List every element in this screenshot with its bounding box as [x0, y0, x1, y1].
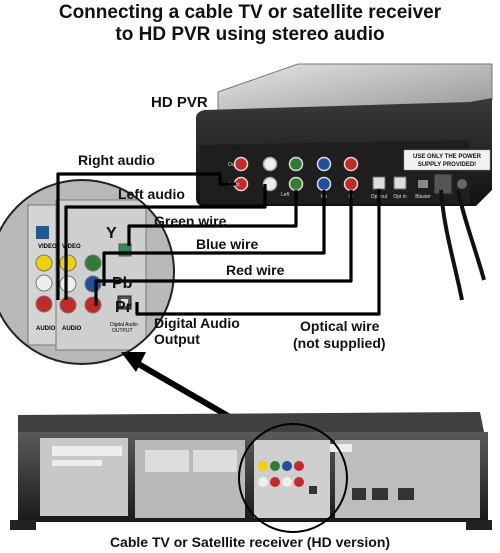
y-label: Y: [106, 225, 117, 242]
receiver-panel-zoom: VIDEO VIDEO AUDIO AUDIO Digital Audio OU…: [0, 180, 174, 364]
optical-wire-label: Optical wire: [300, 318, 380, 334]
digital-audio-output-label-2: Output: [154, 331, 200, 347]
right-audio-label: Right audio: [78, 152, 155, 168]
pr-label: Pr: [115, 299, 132, 316]
power-warning-sticker: [403, 149, 491, 171]
zoom-circle-outline: [0, 179, 175, 365]
optical-wire: [135, 189, 381, 316]
receiver-highlight-circle: [238, 423, 348, 533]
receiver-caption: Cable TV or Satellite receiver (HD versi…: [109, 534, 391, 550]
left-audio-wire: [64, 184, 267, 300]
optical-not-supplied-label: (not supplied): [293, 335, 386, 351]
svg-text:VIDEO: VIDEO: [62, 244, 81, 250]
green-wire: [127, 190, 298, 246]
svg-text:USE ONLY THE POWER: USE ONLY THE POWER: [413, 154, 482, 160]
blue-wire-label: Blue wire: [196, 236, 259, 252]
right-audio-wire: [56, 172, 236, 300]
wires: [56, 172, 381, 316]
callout-arrow-head: [121, 352, 146, 372]
red-wire: [94, 190, 353, 306]
svg-text:Left: Left: [281, 192, 290, 198]
svg-text:AUDIO: AUDIO: [36, 326, 56, 332]
hd-pvr-device: USE ONLY THE POWER SUPPLY PROVIDED! Out …: [196, 63, 493, 206]
title-line-2: to HD PVR using stereo audio: [115, 24, 385, 45]
cable-satellite-receiver: [10, 412, 492, 530]
svg-text:AUDIO: AUDIO: [62, 326, 82, 332]
svg-text:Blaster: Blaster: [415, 194, 431, 200]
svg-text:OUTPUT: OUTPUT: [112, 328, 133, 334]
red-wire-label: Red wire: [226, 262, 285, 278]
green-wire-label: Green wire: [154, 213, 227, 229]
blue-wire: [102, 190, 326, 286]
svg-text:VIDEO: VIDEO: [38, 244, 57, 250]
svg-text:Out: Out: [228, 162, 237, 168]
title-line-1: Connecting a cable TV or satellite recei…: [58, 2, 442, 23]
digital-audio-output-label-1: Digital Audio: [154, 315, 240, 331]
svg-text:SUPPLY PROVIDED!: SUPPLY PROVIDED!: [418, 162, 476, 168]
pb-label: Pb: [112, 275, 133, 292]
svg-text:Digital Audio: Digital Audio: [110, 322, 138, 328]
svg-text:Opt in: Opt in: [393, 194, 407, 200]
hd-pvr-label: HD PVR: [151, 94, 208, 111]
left-audio-label: Left audio: [118, 186, 185, 202]
